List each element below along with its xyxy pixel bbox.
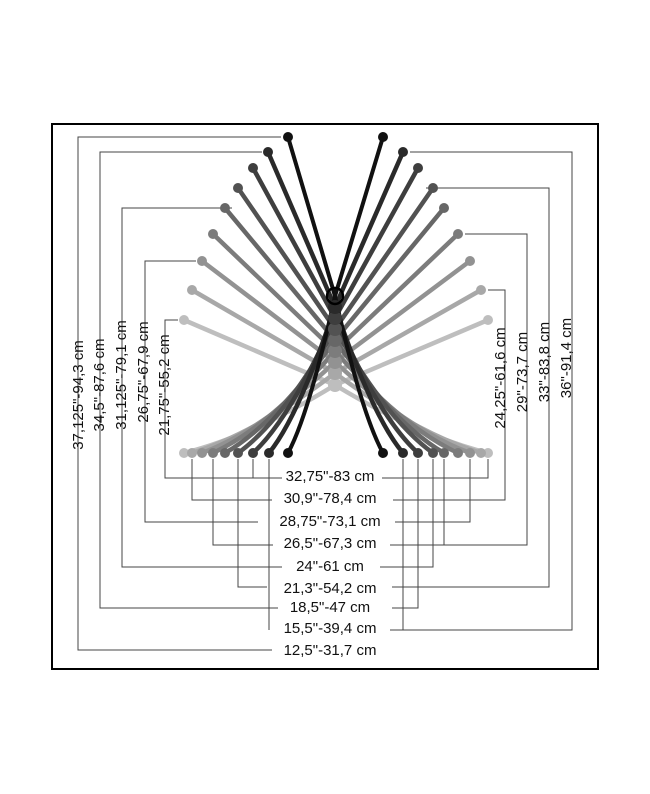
rod-end-dot [220, 448, 230, 458]
left-label: 37,125"-94,3 cm [70, 340, 87, 450]
leader-line [121, 207, 282, 568]
pivot-dot [328, 366, 342, 380]
right-label: 29"-73,7 cm [514, 332, 531, 412]
rod-end-dot [283, 132, 293, 142]
rod-end-dot [465, 256, 475, 266]
rod-end-dot [378, 132, 388, 142]
leader-line [77, 136, 281, 651]
left-label: 31,125"-79,1 cm [113, 320, 130, 430]
pivot-dot [328, 355, 342, 369]
rod-end-dot [398, 147, 408, 157]
rod-end-dot [248, 448, 258, 458]
rod-end-dot [283, 448, 293, 458]
rod-end-dot [439, 448, 449, 458]
pivot-dot [328, 333, 342, 347]
bottom-label: 21,3"-54,2 cm [284, 580, 377, 597]
leader-lines [77, 136, 573, 651]
leader-line [380, 459, 434, 568]
leader-line [392, 459, 419, 609]
rod-end-dot [453, 448, 463, 458]
pivot-dot [328, 344, 342, 358]
rod-end-dot [398, 448, 408, 458]
leader-line [390, 233, 528, 546]
rod-end-dot [453, 229, 463, 239]
rod-end-dot [439, 203, 449, 213]
rod-end-dot [179, 315, 189, 325]
diagram-frame [51, 123, 599, 670]
rod-end-dot [248, 163, 258, 173]
right-label: 33"-83,8 cm [536, 322, 553, 402]
rod-end-dot [476, 285, 486, 295]
leader-line [212, 459, 273, 546]
leader-line [99, 151, 278, 609]
left-labels: 37,125"-94,3 cm 34,5"-87,6 cm 31,125"-79… [70, 320, 173, 450]
rod-end-dot [476, 448, 486, 458]
rod-end-dot [483, 315, 493, 325]
leader-line [395, 459, 471, 523]
rod-end-dot [208, 229, 218, 239]
rod-end-dot [197, 256, 207, 266]
leader-line [393, 289, 506, 501]
right-labels: 24,25"-61,6 cm 29"-73,7 cm 33"-83,8 cm 3… [492, 318, 575, 429]
rod-end-dot [428, 183, 438, 193]
bottom-label: 32,75"-83 cm [286, 468, 375, 485]
leader-line [392, 187, 550, 588]
rod-end-dot [179, 448, 189, 458]
bottom-label: 30,9"-78,4 cm [284, 490, 377, 507]
bottom-label: 15,5"-39,4 cm [284, 620, 377, 637]
pivot-dot [328, 378, 342, 392]
rod-end-dot [208, 448, 218, 458]
pivot-dot [328, 322, 342, 336]
rod-end-dot [233, 448, 243, 458]
rod-end-dot [465, 448, 475, 458]
pivot-dot [328, 311, 342, 325]
rod-end-dot [428, 448, 438, 458]
rods [181, 135, 491, 456]
bottom-label: 28,75"-73,1 cm [279, 513, 380, 530]
bottom-label: 18,5"-47 cm [290, 599, 370, 616]
rod-end-dot [264, 448, 274, 458]
left-label: 34,5"-87,6 cm [91, 339, 108, 432]
rod-end-dot [220, 203, 230, 213]
right-label: 36"-91,4 cm [558, 318, 575, 398]
left-label: 26,75"-67,9 cm [135, 321, 152, 422]
rod-end-dot [233, 183, 243, 193]
bottom-label: 12,5"-31,7 cm [284, 642, 377, 659]
leader-line [144, 260, 258, 523]
leader-line [191, 459, 272, 501]
rod-end-dot [187, 448, 197, 458]
rod-end-dot [413, 163, 423, 173]
leader-line [164, 319, 282, 479]
pivot-ring [325, 286, 345, 306]
leader-line [390, 151, 573, 631]
rod-end-dot [483, 448, 493, 458]
leader-line [237, 459, 267, 588]
bottom-label: 26,5"-67,3 cm [284, 535, 377, 552]
rod-end-dots [179, 132, 493, 458]
bottom-label: 24"-61 cm [296, 558, 364, 575]
rod-end-dot [263, 147, 273, 157]
right-label: 24,25"-61,6 cm [492, 327, 509, 428]
leader-line [382, 459, 489, 479]
rod-end-dot [413, 448, 423, 458]
left-label: 21,75"-55,2 cm [156, 334, 173, 435]
rod-end-dot [187, 285, 197, 295]
bottom-labels: 32,75"-83 cm 30,9"-78,4 cm 28,75"-73,1 c… [279, 468, 380, 659]
rod-end-dot [197, 448, 207, 458]
rod-end-dot [378, 448, 388, 458]
